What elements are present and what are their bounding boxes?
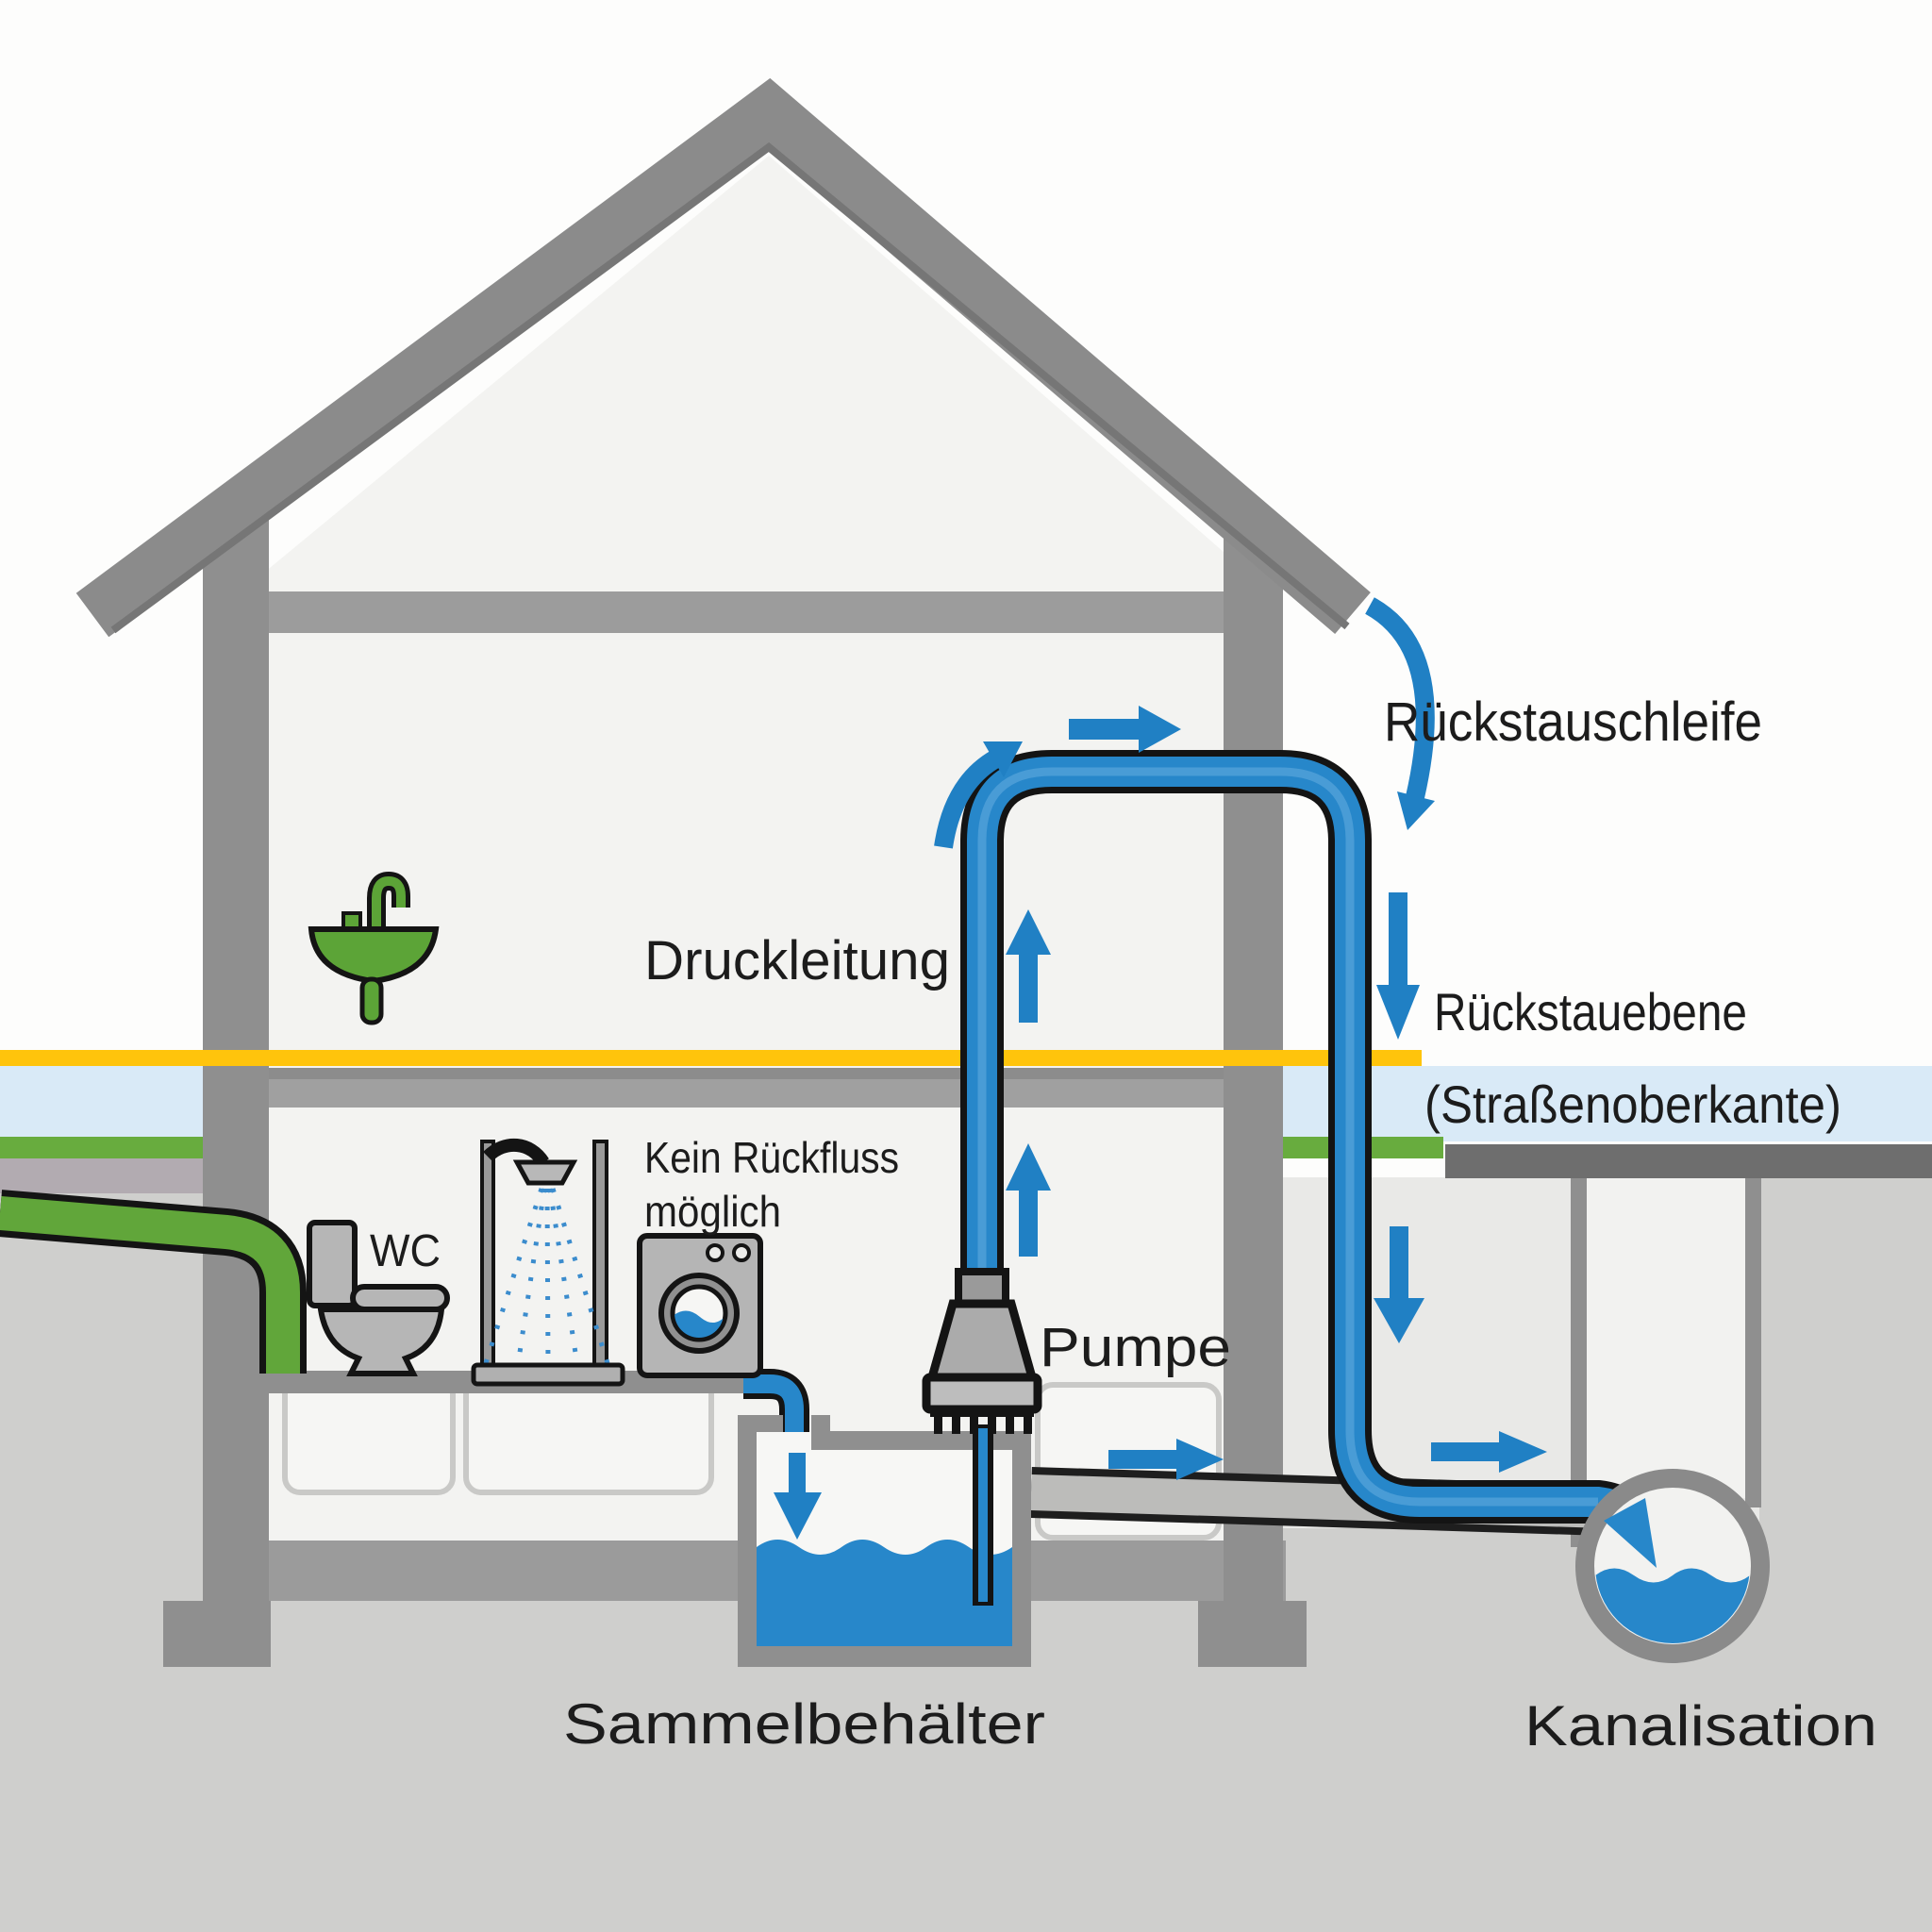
- backflow-level-line: [0, 1050, 1422, 1066]
- basement-plinth-panel: [463, 1376, 714, 1495]
- label-kanalisation: Kanalisation: [1524, 1694, 1877, 1757]
- toilet-icon: [307, 1220, 450, 1376]
- label-wc: WC: [370, 1226, 441, 1276]
- footing-left: [163, 1601, 271, 1667]
- tank-inlet-pipe: [743, 1369, 809, 1445]
- flow-arrow-curved-up: [934, 741, 1023, 849]
- sewer-water: [1595, 1568, 1750, 1643]
- label-sammelbehaelter: Sammelbehälter: [563, 1692, 1045, 1756]
- basement-floor-left: [236, 1541, 738, 1601]
- label-rueckstauschleife: Rückstauschleife: [1384, 691, 1762, 753]
- sewer-shaft-wall-right: [1745, 1177, 1761, 1507]
- floor-slab: [269, 1079, 1224, 1108]
- text-labels: Rückstauschleife Druckleitung Rückstaueb…: [370, 691, 1877, 1757]
- flow-arrow-up-1: [1006, 909, 1051, 1023]
- flow-arrow-up-2: [1006, 1143, 1051, 1257]
- washing-machine-icon: [637, 1233, 763, 1378]
- label-pumpe: Pumpe: [1040, 1317, 1231, 1378]
- flow-arrows: [934, 597, 1547, 1480]
- basement-plinth-panel: [282, 1376, 456, 1495]
- sewer-shaft-wall-left: [1571, 1177, 1587, 1547]
- label-druckleitung: Druckleitung: [644, 930, 950, 991]
- street-surface: [1445, 1144, 1932, 1178]
- flow-arrow-down-backflow: [1376, 892, 1420, 1040]
- sewer: [1575, 1469, 1770, 1663]
- shower-spray: [483, 1188, 610, 1367]
- shower-icon: [471, 1138, 625, 1387]
- flow-arrow-right-top: [1069, 706, 1181, 753]
- sewer-shaft-interior: [1587, 1177, 1745, 1498]
- flow-arrow-right-tank: [1108, 1439, 1224, 1480]
- collection-tank-icon: [738, 1415, 1031, 1667]
- flow-arrow-right-sewer: [1431, 1431, 1547, 1473]
- label-kein-rueckfluss: Kein Rückfluss: [644, 1133, 899, 1182]
- green-inlet-pipe: [0, 1190, 307, 1374]
- tank-water: [757, 1540, 1012, 1646]
- roof-inner-edge: [110, 142, 1350, 634]
- flow-arrow-into-tank: [774, 1453, 822, 1540]
- label-moeglich: möglich: [644, 1187, 781, 1236]
- label-strassenoberkante: (Straßenoberkante): [1424, 1074, 1841, 1134]
- flow-arrow-curved-down: [1364, 597, 1435, 830]
- label-rueckstauebene: Rückstauebene: [1434, 982, 1747, 1041]
- floor-slab-edge: [269, 1068, 1224, 1079]
- attic-floor-beam: [269, 591, 1224, 633]
- roof: [75, 77, 1371, 638]
- footing-right: [1198, 1601, 1307, 1667]
- sink-icon: [308, 871, 440, 1025]
- flow-arrow-down-ground: [1374, 1226, 1424, 1343]
- soil-strip-left: [0, 1158, 203, 1193]
- pump-icon: [922, 1268, 1042, 1606]
